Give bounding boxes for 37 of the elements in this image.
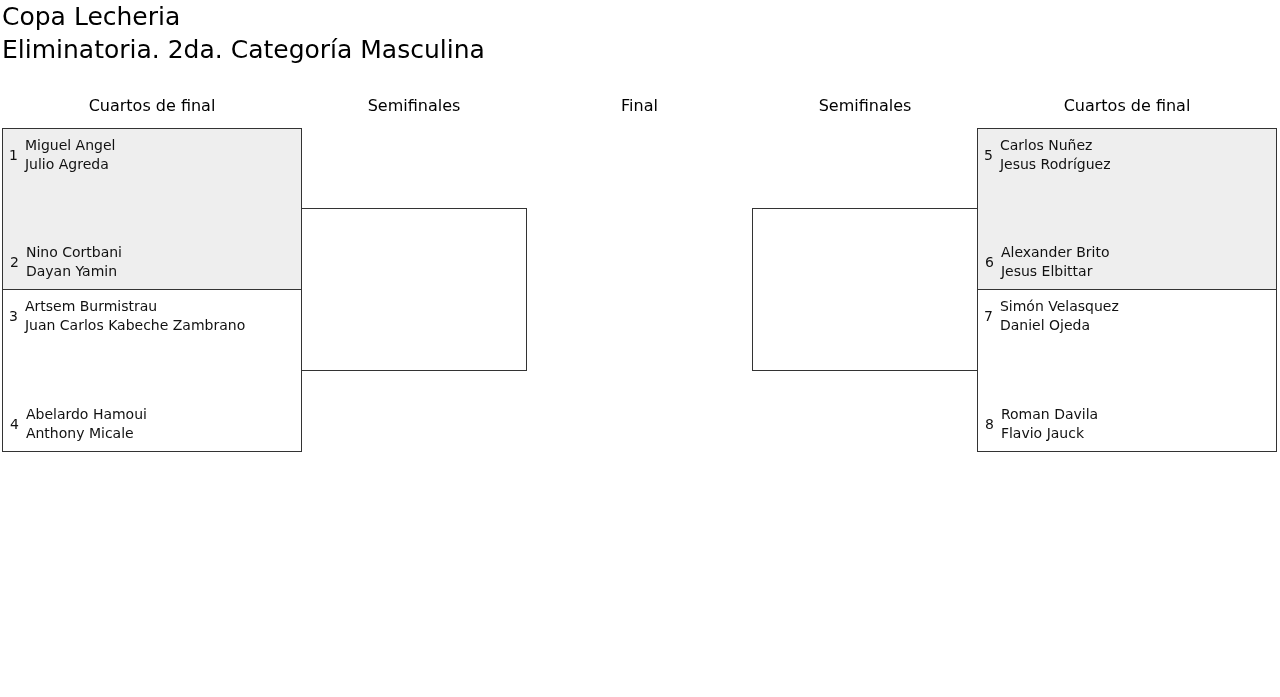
player-name: Alexander Brito: [1000, 243, 1110, 262]
match-box: [2, 128, 302, 290]
seed-number: 2: [10, 253, 19, 271]
column-heading: Cuartos de final: [1063, 96, 1191, 116]
player-name: Nino Cortbani: [25, 243, 122, 262]
seed-number: 5: [984, 146, 993, 164]
player-name: Jesus Rodríguez: [999, 155, 1111, 174]
player-name: Roman Davila: [1000, 405, 1099, 424]
player-name: Flavio Jauck: [1000, 424, 1086, 443]
seed-number: 8: [985, 415, 994, 433]
seed-number: 4: [10, 415, 19, 433]
match-box: [301, 208, 527, 371]
player-name: Jesus Elbittar: [1000, 262, 1094, 281]
column-heading: Cuartos de final: [88, 96, 216, 116]
player-name: Anthony Micale: [25, 424, 135, 443]
player-name: Dayan Yamin: [25, 262, 119, 281]
seed-number: 6: [985, 253, 994, 271]
match-box: [977, 289, 1277, 452]
column-heading: Semifinales: [367, 96, 461, 116]
title: Copa Lecheria: [2, 1, 181, 33]
player-name: Juan Carlos Kabeche Zambrano: [24, 316, 246, 335]
player-name: Abelardo Hamoui: [25, 405, 147, 424]
subtitle: Eliminatoria. 2da. Categoría Masculina: [2, 34, 485, 66]
seed-number: 1: [9, 146, 18, 164]
match-box: [2, 289, 302, 452]
column-heading: Semifinales: [818, 96, 912, 116]
match-box: [752, 208, 978, 371]
player-name: Julio Agreda: [24, 155, 110, 174]
seed-number: 3: [9, 307, 18, 325]
player-name: Artsem Burmistrau: [24, 297, 159, 316]
match-box: [977, 128, 1277, 290]
player-name: Miguel Angel: [24, 136, 116, 155]
player-name: Daniel Ojeda: [999, 316, 1091, 335]
seed-number: 7: [984, 307, 993, 325]
player-name: Carlos Nuñez: [999, 136, 1094, 155]
column-heading: Final: [621, 96, 658, 116]
player-name: Simón Velasquez: [999, 297, 1119, 316]
